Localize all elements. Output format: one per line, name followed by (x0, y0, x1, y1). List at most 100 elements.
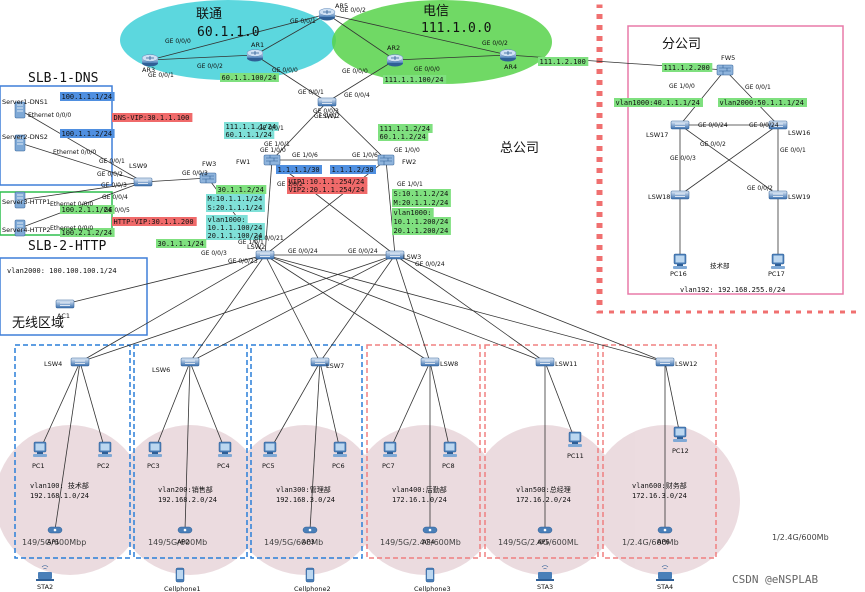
wireless-box (0, 257, 148, 336)
address-label: 111.1.1.1/24 (226, 123, 277, 131)
device-fw5[interactable]: FW5 (716, 54, 735, 76)
device-lsw12[interactable]: LSW12 (655, 357, 697, 368)
port-label: GE 0/0/0 (342, 68, 368, 75)
device-lsw11[interactable]: LSW11 (535, 357, 577, 368)
device-pc1[interactable]: PC1 (32, 441, 48, 470)
device-pc8[interactable]: PC8 (442, 441, 458, 470)
phone-icon (305, 567, 315, 583)
device-ar3[interactable]: AR3 (141, 54, 159, 75)
port-label: GE 0/0/3 (182, 170, 208, 177)
address-label: 10.1.1.200/24 (394, 218, 449, 226)
wifi4: 149/5G/2.4G/600Mb (380, 538, 461, 547)
device-label: PC16 (670, 270, 687, 278)
ac-icon (55, 299, 75, 309)
device-sta2[interactable]: STA2 (35, 565, 55, 592)
device-label: PC17 (768, 270, 785, 278)
device-pc5[interactable]: PC5 (262, 441, 278, 470)
branch-divider (596, 4, 603, 314)
wireless-label: 无线区域 (12, 316, 64, 331)
device-lsw18[interactable]: LSW18 (648, 190, 690, 201)
device-server2[interactable]: Server2-DNS2 (2, 133, 48, 152)
device-lsw6[interactable]: LSW6 (152, 357, 200, 374)
device-pc11[interactable]: PC11 (567, 431, 584, 460)
address-label-bg (378, 124, 433, 133)
address-label-bg (330, 165, 376, 174)
device-lsw9[interactable]: LSW9 (129, 162, 153, 187)
device-pc6[interactable]: PC6 (332, 441, 348, 470)
device-ap2[interactable]: AP2 (177, 526, 193, 546)
device-ap6[interactable]: AP6 (657, 526, 673, 546)
pc-icon (672, 426, 688, 443)
ap-icon (302, 526, 318, 534)
device-label: AR3 (142, 66, 155, 74)
device-label: AR5 (335, 2, 348, 10)
device-pc2[interactable]: PC2 (97, 441, 113, 470)
device-label: PC2 (97, 462, 110, 470)
device-ar5[interactable]: AR5 (318, 2, 348, 21)
device-pc4[interactable]: PC4 (217, 441, 233, 470)
net100-label: 192.168.1.0/24 (30, 492, 89, 500)
device-pc7[interactable]: PC7 (382, 441, 398, 470)
address-label: 20.1.1.200/24 (394, 227, 449, 235)
device-cellphone2[interactable]: Cellphone2 (294, 567, 331, 592)
branch-label: 分公司 (662, 37, 701, 52)
device-lsw17[interactable]: LSW17 (646, 120, 690, 139)
device-lsw19[interactable]: LSW19 (768, 190, 810, 201)
device-fw3[interactable]: FW3 (199, 160, 216, 184)
device-ap5[interactable]: AP5 (537, 526, 553, 546)
device-label: FW2 (402, 158, 416, 166)
device-ar4[interactable]: AR4 (499, 49, 517, 72)
device-lsw2[interactable]: LSW2 (247, 243, 275, 260)
device-sta3[interactable]: STA3 (535, 565, 555, 592)
router-icon (499, 49, 517, 62)
device-ap3[interactable]: AP3 (302, 526, 318, 546)
device-server3[interactable]: Server3-HTTP1 (2, 191, 51, 209)
device-server1[interactable]: Server1-DNS1 (2, 98, 48, 119)
device-pc12[interactable]: PC12 (672, 426, 689, 455)
device-label: Server1-DNS1 (2, 98, 48, 106)
vlan100-label: vlan100: 技术部 (30, 481, 89, 490)
device-lsw8[interactable]: LSW8 (420, 357, 458, 368)
device-fw1[interactable]: FW1 (236, 154, 281, 166)
device-server4[interactable]: Server4-HTTP2 (2, 219, 51, 237)
port-label: Ethernet 0/0/0 (53, 149, 96, 156)
device-pc16[interactable]: PC16 (670, 253, 688, 278)
wifi5: 149/5G/2.4G/600ML (498, 538, 579, 547)
device-lsw16[interactable]: LSW16 (768, 120, 810, 137)
device-label: PC11 (567, 452, 584, 460)
device-sta4[interactable]: STA4 (655, 565, 675, 592)
device-label: Cellphone1 (164, 585, 201, 592)
address-label: 100.1.1.2/24 (62, 130, 113, 138)
device-ar1[interactable]: AR1 (246, 41, 264, 62)
device-ac1[interactable]: AC1 (55, 299, 75, 320)
wifi2: 149/5G/600Mb (148, 538, 207, 547)
device-cellphone1[interactable]: Cellphone1 (164, 567, 201, 592)
device-lsw3[interactable]: LSW3 (385, 250, 421, 261)
device-fw2[interactable]: FW2 (377, 154, 416, 166)
port-label: GE 1/0/0 (260, 147, 286, 154)
device-lsw1[interactable]: LSW1 (317, 97, 337, 120)
device-label: LSW17 (646, 131, 668, 139)
phone-icon (425, 567, 435, 583)
device-ap4[interactable]: AP4 (422, 526, 438, 546)
address-label-bg (392, 189, 451, 198)
device-ar2[interactable]: AR2 (386, 44, 404, 67)
device-label: FW5 (721, 54, 735, 62)
port-label: GE 1/0/6 (292, 152, 318, 159)
net300-label: 192.168.3.0/24 (276, 496, 335, 504)
address-label: 60.1.1.100/24 (222, 74, 277, 82)
device-pc3[interactable]: PC3 (147, 441, 163, 470)
address-label-bg (378, 132, 429, 141)
port-label: GE 0/0/2 (482, 40, 508, 47)
device-lsw4[interactable]: LSW4 (44, 357, 90, 368)
device-pc17[interactable]: PC17 (768, 253, 786, 278)
address-label-bg (60, 129, 115, 138)
port-label: GE 1/0/0 (669, 83, 695, 90)
address-label-bg (287, 185, 368, 194)
address-label: 111.1.1.100/24 (385, 76, 444, 84)
device-cellphone3[interactable]: Cellphone3 (414, 567, 451, 592)
device-lsw7[interactable]: LSW7 (310, 357, 344, 370)
address-label: VIP1:10.1.1.254/24 (289, 178, 365, 186)
port-label: GE 0/0/0 (414, 66, 440, 73)
device-ap1[interactable]: AP1 (47, 526, 63, 546)
